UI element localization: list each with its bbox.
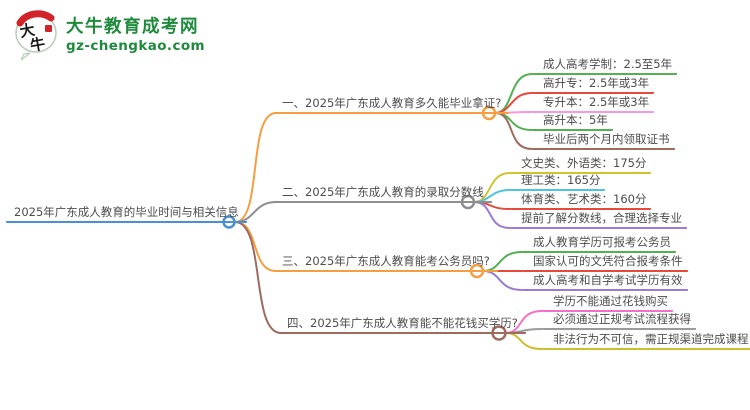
leaf-node[interactable]: 成人高考学制：2.5至5年 — [532, 56, 678, 75]
logo-red-cap — [16, 10, 55, 27]
leaf-node[interactable]: 必须通过正规考试流程获得 — [542, 311, 696, 330]
leaf-node[interactable]: 成人教育学历可报考公务员 — [522, 234, 676, 253]
logo-speech-bubble-icon: 大 牛 — [15, 10, 57, 60]
site-logo: 大 牛 大牛教育成考网 gz-chengkao.com — [14, 10, 244, 62]
branch-curve — [234, 221, 282, 334]
leaf-node[interactable]: 成人高考和自学考试学历有效 — [522, 272, 688, 291]
branch-curve — [234, 112, 277, 223]
branch-node-2[interactable]: 二、2025年广东成人教育的录取分数线 — [274, 184, 492, 203]
subbranch-curve — [494, 112, 533, 150]
logo-bubble-tail — [20, 52, 31, 60]
logo-domain: gz-chengkao.com — [66, 38, 206, 54]
subbranch-curve — [482, 270, 523, 291]
leaf-node[interactable]: 专升本：2.5年或3年 — [532, 94, 655, 113]
leaf-node[interactable]: 文史类、外语类：175分 — [510, 155, 652, 174]
logo-seal — [45, 25, 52, 32]
branch-node-4[interactable]: 四、2025年广东成人教育能不能花钱买学历? — [279, 315, 526, 334]
leaf-node[interactable]: 毕业后两个月内领取证书 — [532, 131, 675, 150]
subbranch-curve — [504, 332, 543, 350]
branch-node-1[interactable]: 一、2025年广东成人教育多久能毕业拿证? — [274, 95, 510, 114]
leaf-node[interactable]: 提前了解分数线，合理选择专业 — [510, 210, 687, 229]
leaf-node[interactable]: 理工类：165分 — [510, 172, 606, 191]
leaf-node[interactable]: 非法行为不可信，需正规渠道完成课程 — [542, 331, 750, 350]
logo-title: 大牛教育成考网 — [66, 17, 199, 37]
logo-calligraphy-char-2: 牛 — [29, 35, 47, 55]
leaf-node[interactable]: 体育类、艺术类：160分 — [510, 191, 652, 210]
branch-node-3[interactable]: 三、2025年广东成人教育能考公务员吗? — [274, 253, 498, 272]
subbranch-curve — [494, 112, 533, 131]
leaf-node[interactable]: 高升本：5年 — [532, 112, 613, 131]
root-node[interactable]: 2025年广东成人教育的毕业时间与相关信息 — [6, 204, 247, 223]
leaf-node[interactable]: 高升专：2.5年或3年 — [532, 75, 655, 94]
leaf-node[interactable]: 国家认可的文凭符合报考条件 — [522, 253, 688, 272]
leaf-node[interactable]: 学历不能通过花钱购买 — [542, 293, 673, 312]
logo-calligraphy-char-1: 大 — [18, 21, 36, 41]
